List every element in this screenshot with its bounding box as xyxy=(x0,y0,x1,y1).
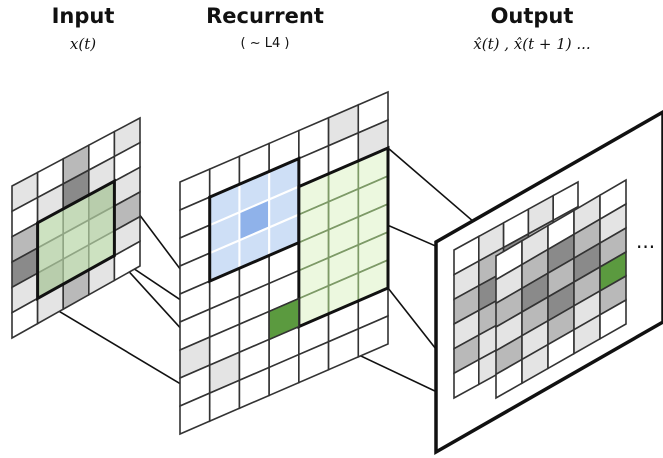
input-receptive-field xyxy=(36,178,116,301)
recurrent-cell xyxy=(357,314,389,359)
output-subtitle: x̂(t) , x̂(t + 1) ... xyxy=(473,35,591,53)
recurrent-active-cell xyxy=(268,297,300,341)
input-title: Input xyxy=(51,4,115,28)
input-to-recurrent-line xyxy=(37,297,181,385)
input-subtitle: x(t) xyxy=(69,35,97,53)
recurrent-title: Recurrent xyxy=(206,4,324,28)
recurrent-to-output-line xyxy=(387,287,442,356)
output-map-2-cell xyxy=(599,298,627,341)
input-layer xyxy=(11,116,141,340)
output-ellipsis: ... xyxy=(636,229,655,253)
input-cell xyxy=(113,239,141,282)
recurrent-subtitle: ( ~ L4 ) xyxy=(240,36,290,51)
recurrent-green-region xyxy=(298,148,388,327)
output-title: Output xyxy=(490,4,574,28)
recurrent-to-output-line xyxy=(387,147,487,233)
recurrent-green-frame xyxy=(297,145,390,329)
recurrent-layer xyxy=(179,90,390,436)
output-layer xyxy=(434,109,663,456)
